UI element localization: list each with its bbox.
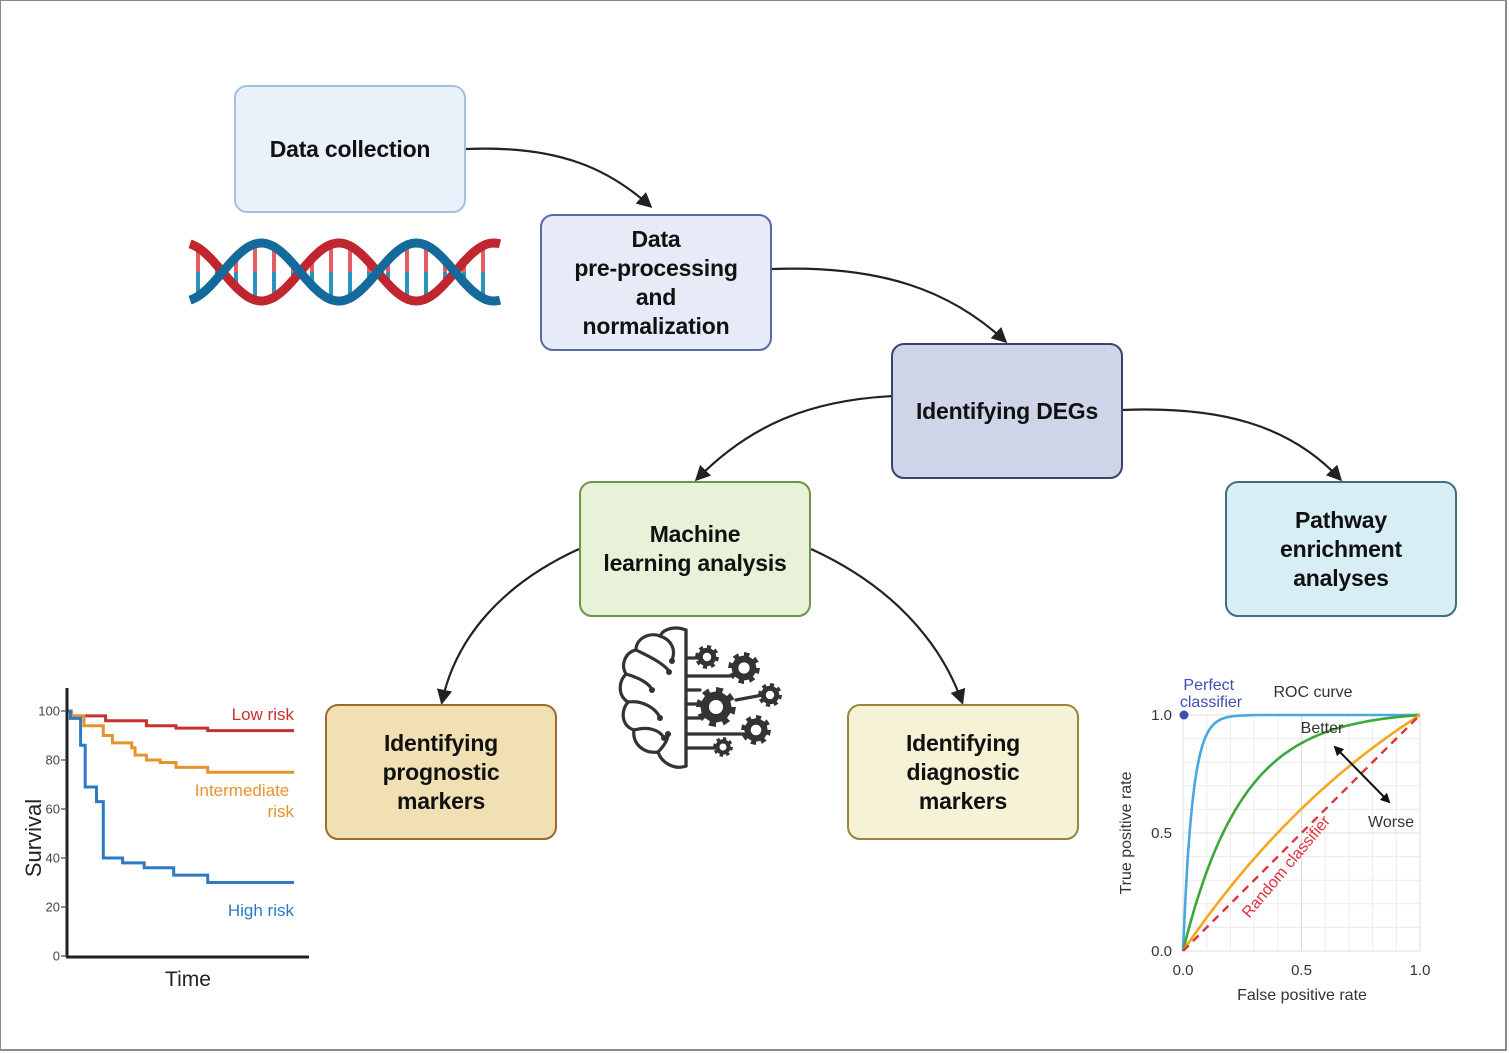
node-label: Identifying DEGs bbox=[915, 397, 1099, 424]
roc-x-tick-label: 0.5 bbox=[1291, 962, 1312, 979]
node-diagnostic-markers: Identifying diagnostic markers bbox=[847, 704, 1079, 840]
arrow-ml-to-diagnostic bbox=[810, 547, 966, 705]
km-legend-high-risk: High risk bbox=[228, 901, 295, 920]
arrow-degs-to-ml bbox=[694, 394, 895, 482]
roc-random-classifier-label: Random classifier bbox=[1239, 812, 1334, 921]
roc-worse-label: Worse bbox=[1368, 814, 1414, 831]
roc-perfect-classifier-point bbox=[1179, 710, 1189, 720]
node-identifying-degs: Identifying DEGs bbox=[891, 343, 1123, 479]
roc-curve-fair bbox=[1181, 713, 1421, 952]
roc-curve-good bbox=[1181, 713, 1421, 952]
node-label: Identifying diagnostic markers bbox=[905, 729, 1021, 814]
node-prognostic-markers: Identifying prognostic markers bbox=[325, 704, 557, 840]
roc-y-tick-label: 0.0 bbox=[1151, 943, 1172, 960]
roc-curve-excellent bbox=[1181, 713, 1420, 952]
node-label: Data collection bbox=[269, 135, 431, 162]
km-curve-intermediate bbox=[67, 709, 294, 774]
node-label: Pathway enrichment analyses bbox=[1280, 506, 1402, 591]
arrow-preproc-to-degs bbox=[771, 267, 1008, 344]
km-legend-intermediate-line2: risk bbox=[268, 802, 295, 821]
roc-x-tick-label: 0.0 bbox=[1173, 962, 1194, 979]
km-y-tick-label: 40 bbox=[46, 851, 60, 866]
km-legend-low-risk: Low risk bbox=[232, 705, 295, 724]
roc-better-label: Better bbox=[1301, 720, 1344, 737]
km-x-label: Time bbox=[165, 968, 211, 991]
arrow-collect-to-preproc bbox=[465, 147, 653, 209]
node-data-collection: Data collection bbox=[234, 85, 466, 213]
node-label: Machine learning analysis bbox=[603, 521, 787, 576]
node-label: Identifying prognostic markers bbox=[382, 729, 500, 814]
roc-perfect-line1: Perfect bbox=[1183, 677, 1234, 694]
node-preprocessing: Data pre-processing and normalization bbox=[540, 214, 772, 351]
roc-perfect-line2: classifier bbox=[1180, 694, 1243, 711]
roc-y-label: True positive rate bbox=[1118, 771, 1135, 894]
roc-title: ROC curve bbox=[1273, 684, 1352, 701]
km-legend-intermediate-line1: Intermediate bbox=[195, 781, 290, 800]
km-y-tick-label: 20 bbox=[46, 900, 60, 915]
node-pathway-enrichment: Pathway enrichment analyses bbox=[1225, 481, 1457, 617]
roc-y-tick-label: 1.0 bbox=[1151, 707, 1172, 724]
roc-x-tick-label: 1.0 bbox=[1410, 962, 1431, 979]
km-y-tick-label: 0 bbox=[53, 949, 60, 964]
km-y-tick-label: 60 bbox=[46, 802, 60, 817]
km-y-tick-label: 100 bbox=[38, 704, 60, 719]
roc-better-worse-arrow bbox=[1333, 745, 1391, 804]
roc-y-tick-label: 0.5 bbox=[1151, 825, 1172, 842]
arrow-degs-to-pathway bbox=[1122, 408, 1343, 482]
km-legend-intermediate-risk: Intermediate risk bbox=[195, 781, 295, 821]
km-y-tick-label: 80 bbox=[46, 753, 60, 768]
km-y-label: Survival bbox=[21, 799, 46, 877]
roc-perfect-classifier-label: Perfect classifier bbox=[1180, 677, 1243, 711]
km-curve-high bbox=[67, 709, 294, 884]
node-label: Data pre-processing and normalization bbox=[574, 225, 738, 339]
roc-x-label: False positive rate bbox=[1237, 987, 1367, 1004]
node-machine-learning: Machine learning analysis bbox=[579, 481, 811, 617]
arrow-ml-to-prognostic bbox=[436, 547, 580, 706]
